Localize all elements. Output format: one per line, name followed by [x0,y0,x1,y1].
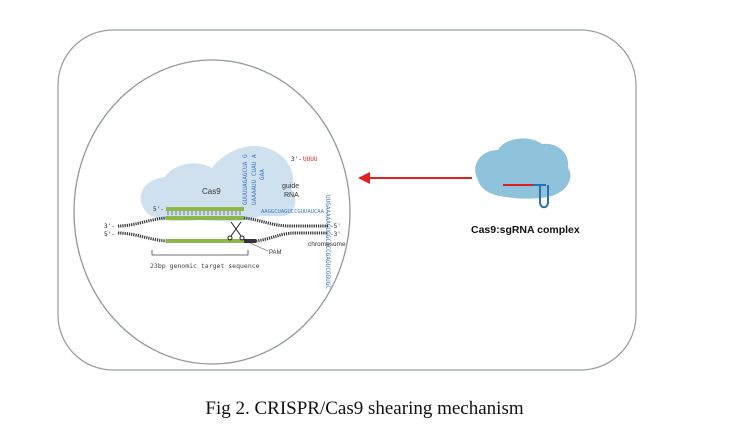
dna-bottom-strand-left [117,231,167,243]
figure-caption: Fig 2. CRISPR/Cas9 shearing mechanism [205,398,524,419]
pam-pointer [249,242,269,252]
complex-label: Cas9:sgRNA complex [471,224,580,236]
cas9-protein-shape [140,146,296,222]
dna-bottom-strand-right [255,231,328,243]
cas9-label: Cas9 [202,187,221,196]
scissors-icon [227,221,245,241]
svg-text:UUGAAAAAGUGGCACCGAGUCGGUGC: UUGAAAAAGUGGCACCGAGUCGGUGC [324,195,331,289]
svg-text:UAAAAUU CUAU A: UAAAAUU CUAU A [251,154,258,205]
svg-text:GUUUUAGAGCUA G: GUUUUAGAGCUA G [242,154,249,205]
rna-red-end: UUUU [303,156,318,163]
guide-green-strand [166,207,244,211]
dna-left-top-label: 3'- [104,223,115,230]
guide-5prime-label: 5'- [153,206,164,213]
cas9-sgrna-complex-icon [475,138,571,209]
entry-arrow-head [358,172,370,184]
chromosome-label: chromosome [308,241,346,248]
target-sequence-label: 23bp genomic target sequence [150,262,260,270]
dna-top-strand-right [243,216,328,228]
guide-ticks [167,211,241,215]
cell-ellipse [73,59,351,365]
dna-bottom-strand-green [166,239,244,243]
guide-rna-label-2: RNA [284,192,299,199]
target-bracket [151,250,249,256]
guide-rna-hairpin: GUUUUAGAGCUA G UAAAAUU CUAU A GAA UUGAAA… [242,154,331,289]
dna-right-bottom-label: -3' [330,231,341,238]
rna-3prime-label: 3'- [291,156,302,163]
svg-text:GAA: GAA [259,169,266,180]
dna-top-strand-left [117,216,167,228]
dna-left-bottom-label: 5'- [104,231,115,238]
outer-frame [57,29,637,371]
dna-bottom-strand-pam [244,239,256,243]
pam-label: PAM [269,250,282,256]
guide-sequence: AAGGCUAGUCCGUUAUCAA [261,209,325,215]
dna-right-top-label: -5' [330,223,341,230]
guide-rna-label-1: guide [282,183,299,190]
dna-top-strand-green [166,216,244,220]
